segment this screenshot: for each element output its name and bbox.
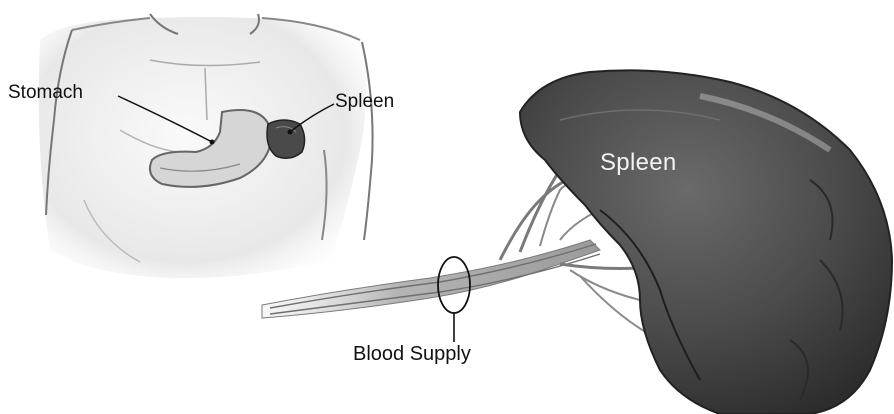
blood-supply-label: Blood Supply bbox=[353, 344, 471, 364]
spleen-leader-dot bbox=[288, 130, 293, 135]
torso-figure bbox=[39, 14, 373, 278]
spleen-label-large: Spleen bbox=[600, 151, 677, 175]
stomach-leader-dot bbox=[210, 140, 215, 145]
torso-shading bbox=[39, 17, 367, 278]
large-spleen-organ bbox=[520, 70, 892, 414]
stomach-label: Stomach bbox=[8, 83, 83, 102]
spleen-body bbox=[520, 70, 892, 414]
spleen-label-small: Spleen bbox=[335, 92, 394, 111]
